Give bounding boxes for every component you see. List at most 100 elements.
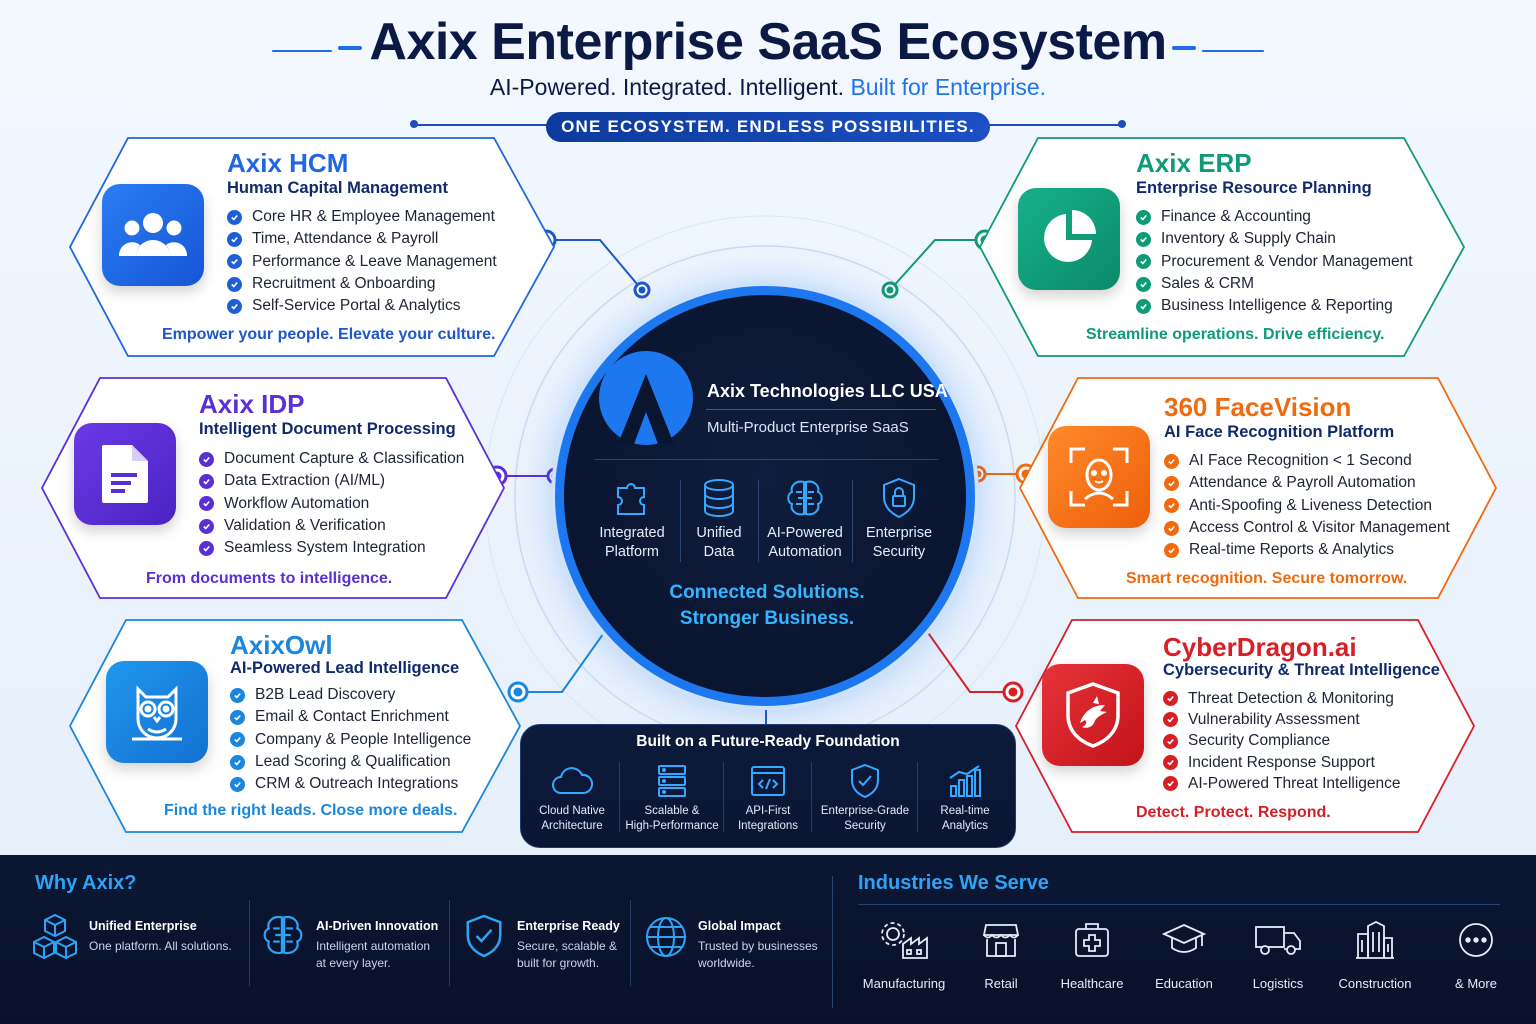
ecosystem-pill: ONE ECOSYSTEM. ENDLESS POSSIBILITIES. xyxy=(546,112,990,142)
hub-feature-security: Enterprise Security xyxy=(855,476,943,562)
feature-list: Finance & Accounting Inventory & Supply … xyxy=(1136,206,1413,317)
subtitle-accent: Built for Enterprise. xyxy=(850,74,1047,100)
list-item: AI Face Recognition < 1 Second xyxy=(1164,450,1450,472)
check-icon xyxy=(1136,209,1151,225)
card-360-facevision[interactable]: 360 FaceVision AI Face Recognition Platf… xyxy=(1016,376,1500,600)
industries-title: Industries We Serve xyxy=(858,872,1049,894)
why-axix-title: Why Axix? xyxy=(35,872,137,894)
list-item: Data Extraction (AI/ML) xyxy=(199,470,464,492)
product-name: Axix HCM xyxy=(227,148,349,178)
title-line-right xyxy=(1202,50,1264,52)
foundation-item-cloud: Cloud Native Architecture xyxy=(528,762,616,834)
product-tagline: Detect. Protect. Respond. xyxy=(1136,804,1331,821)
graduation-cap-icon xyxy=(1134,918,1234,962)
list-item: Security Compliance xyxy=(1163,731,1401,752)
list-item: Validation & Verification xyxy=(199,515,464,537)
product-tagline: Smart recognition. Secure tomorrow. xyxy=(1126,570,1408,587)
hub-company: Axix Technologies LLC USA xyxy=(707,381,948,401)
list-item: Attendance & Payroll Automation xyxy=(1164,472,1450,494)
shield-lock-icon xyxy=(855,476,943,520)
why-item-enterprise-ready: Enterprise Ready Secure, scalable & buil… xyxy=(464,913,634,973)
brain-icon xyxy=(761,476,849,520)
product-tagline: Find the right leads. Close more deals. xyxy=(164,802,458,819)
hub-feature-integrated: Integrated Platform xyxy=(588,476,676,562)
check-icon xyxy=(1163,733,1178,749)
product-name: Axix IDP xyxy=(199,389,305,419)
check-icon xyxy=(230,687,245,703)
pill-dot-right xyxy=(1118,120,1126,128)
footer-divider xyxy=(832,876,833,1008)
check-icon xyxy=(1136,298,1151,314)
product-tagline: From documents to intelligence. xyxy=(146,570,393,587)
feature-list: B2B Lead Discovery Email & Contact Enric… xyxy=(230,684,471,795)
globe-icon xyxy=(644,915,688,964)
list-item: Inventory & Supply Chain xyxy=(1136,228,1413,250)
owl-icon xyxy=(106,661,208,763)
hub-tagline: Connected Solutions. Stronger Business. xyxy=(669,582,865,629)
card-axix-erp[interactable]: Axix ERP Enterprise Resource Planning Fi… xyxy=(976,136,1468,358)
factory-icon xyxy=(854,918,954,962)
title-dash-right xyxy=(1172,46,1196,50)
why-item-ai: AI-Driven Innovation Intelligent automat… xyxy=(260,913,440,973)
product-name: AxixOwl xyxy=(230,630,333,660)
hub-description: Multi-Product Enterprise SaaS xyxy=(707,419,909,436)
document-icon xyxy=(74,423,176,525)
list-item: Seamless System Integration xyxy=(199,537,464,559)
foundation-item-analytics: Real-time Analytics xyxy=(922,762,1008,834)
check-icon xyxy=(199,496,214,512)
bar-chart-icon xyxy=(922,762,1008,800)
face-scan-icon xyxy=(1048,426,1150,528)
industry-manufacturing: Manufacturing xyxy=(854,918,954,991)
product-name: Axix ERP xyxy=(1136,148,1252,178)
card-cyberdragon[interactable]: CyberDragon.ai Cybersecurity & Threat In… xyxy=(1012,618,1478,834)
card-axixowl[interactable]: AxixOwl AI-Powered Lead Intelligence B2B… xyxy=(66,618,524,834)
list-item: AI-Powered Threat Intelligence xyxy=(1163,773,1401,794)
product-subtitle: Enterprise Resource Planning xyxy=(1136,179,1372,197)
check-icon xyxy=(230,754,245,770)
shield-check-icon xyxy=(464,913,504,964)
building-icon xyxy=(1325,918,1425,962)
check-icon xyxy=(227,276,242,292)
product-tagline: Streamline operations. Drive efficiency. xyxy=(1086,326,1385,343)
title-line-left xyxy=(272,50,332,52)
code-icon xyxy=(726,762,810,800)
list-item: Recruitment & Onboarding xyxy=(227,273,497,295)
check-icon xyxy=(1164,542,1179,558)
check-icon xyxy=(199,451,214,467)
foundation-item-api: API-First Integrations xyxy=(726,762,810,834)
why-divider xyxy=(449,900,450,986)
foundation-divider xyxy=(723,762,724,832)
subtitle: AI-Powered. Integrated. Intelligent. Bui… xyxy=(0,74,1536,101)
pie-chart-icon xyxy=(1018,188,1120,290)
foundation-divider xyxy=(619,762,620,832)
puzzle-icon xyxy=(588,476,676,520)
list-item: Company & People Intelligence xyxy=(230,729,471,751)
hub-divider xyxy=(594,459,938,460)
list-item: Lead Scoring & Qualification xyxy=(230,751,471,773)
check-icon xyxy=(199,473,214,489)
check-icon xyxy=(1163,691,1178,707)
product-name: CyberDragon.ai xyxy=(1163,632,1357,662)
check-icon xyxy=(230,776,245,792)
product-subtitle: Human Capital Management xyxy=(227,179,448,197)
list-item: Finance & Accounting xyxy=(1136,206,1413,228)
check-icon xyxy=(1163,712,1178,728)
database-icon xyxy=(675,476,763,520)
store-icon xyxy=(951,918,1051,962)
check-icon xyxy=(1164,475,1179,491)
list-item: Workflow Automation xyxy=(199,493,464,515)
check-icon xyxy=(230,709,245,725)
industry-more: & More xyxy=(1426,918,1526,991)
card-axix-idp[interactable]: Axix IDP Intelligent Document Processing… xyxy=(38,376,508,600)
check-icon xyxy=(1163,755,1178,771)
check-icon xyxy=(227,298,242,314)
list-item: Incident Response Support xyxy=(1163,752,1401,773)
industry-education: Education xyxy=(1134,918,1234,991)
feature-list: Core HR & Employee Management Time, Atte… xyxy=(227,206,497,317)
list-item: Anti-Spoofing & Liveness Detection xyxy=(1164,495,1450,517)
foundation-divider xyxy=(917,762,918,832)
card-axix-hcm[interactable]: Axix HCM Human Capital Management Core H… xyxy=(66,136,558,358)
list-item: Vulnerability Assessment xyxy=(1163,709,1401,730)
hub-feature-divider xyxy=(852,480,853,562)
axix-logo xyxy=(598,350,694,446)
